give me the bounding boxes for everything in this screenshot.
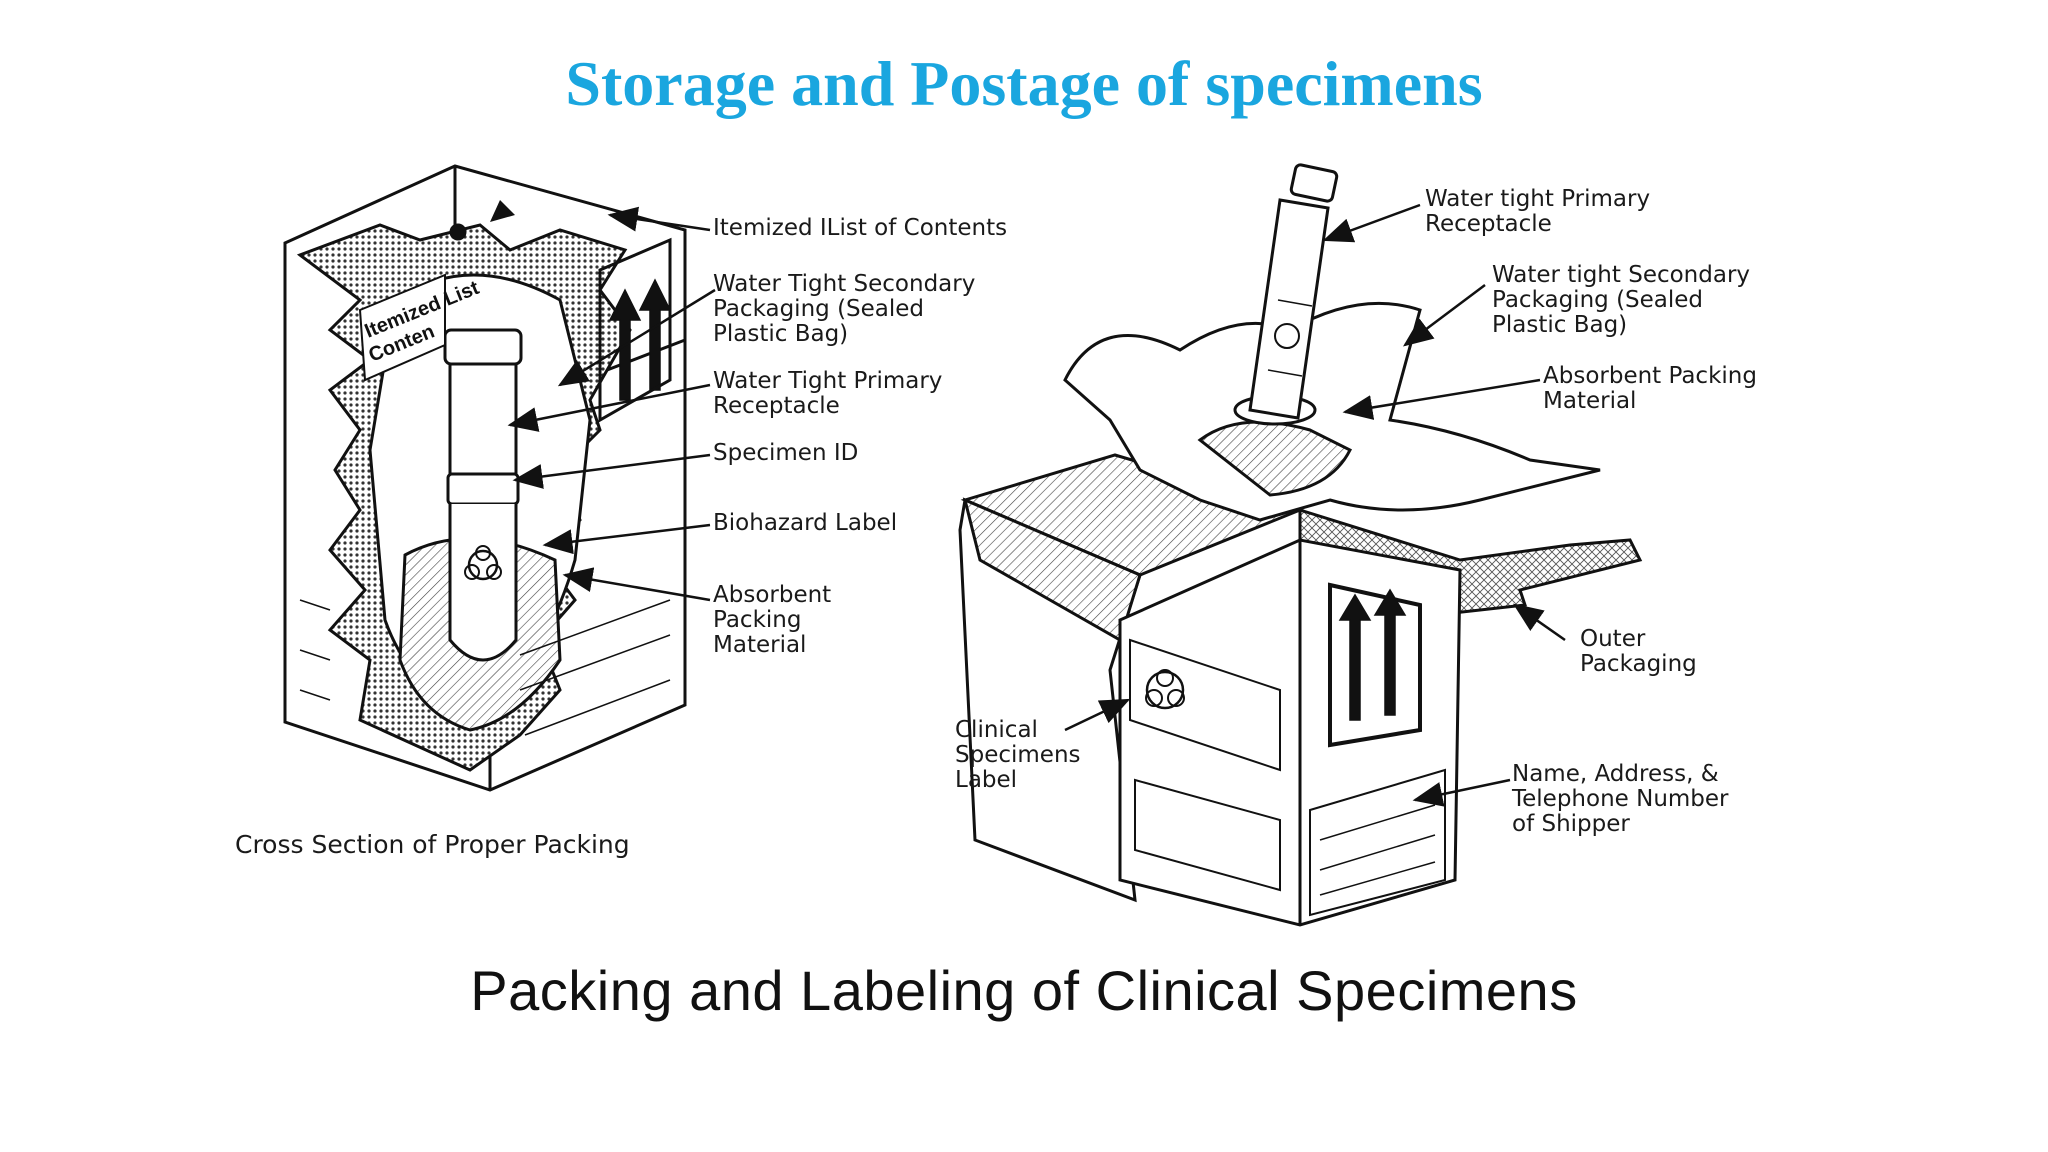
right-bag-and-tube xyxy=(1063,163,1601,522)
right-outer-box xyxy=(958,453,1643,927)
label-left-absorbent-material: Absorbent Packing Material xyxy=(713,582,832,658)
label-itemized-list: Itemized IList of Contents xyxy=(713,215,1008,241)
label-specimen-id: Specimen ID xyxy=(713,440,859,466)
label-right-absorbent-material: Absorbent Packing Material xyxy=(1543,363,1757,414)
label-outer-packaging: Outer Packaging xyxy=(1580,626,1697,677)
label-biohazard: Biohazard Label xyxy=(713,510,898,536)
label-clinical-specimens: Clinical Specimens Label xyxy=(955,717,1081,793)
label-left-secondary-packaging: Water Tight Secondary Packaging (Sealed … xyxy=(713,271,976,347)
right-leader-lines xyxy=(1064,203,1566,807)
label-right-primary-receptacle: Water tight Primary Receptacle xyxy=(1425,186,1651,237)
bottom-caption: Packing and Labeling of Clinical Specime… xyxy=(470,959,1578,1022)
left-leader-lines xyxy=(507,206,716,602)
label-right-secondary-packaging: Water tight Secondary Packaging (Sealed … xyxy=(1492,262,1751,338)
left-cross-section-box xyxy=(283,164,687,792)
label-shipper-info: Name, Address, & Telephone Number of Shi… xyxy=(1512,761,1729,837)
label-left-primary-receptacle: Water Tight Primary Receptacle xyxy=(713,368,943,419)
slide-title: Storage and Postage of specimens xyxy=(565,48,1483,119)
left-figure-caption: Cross Section of Proper Packing xyxy=(235,830,630,859)
